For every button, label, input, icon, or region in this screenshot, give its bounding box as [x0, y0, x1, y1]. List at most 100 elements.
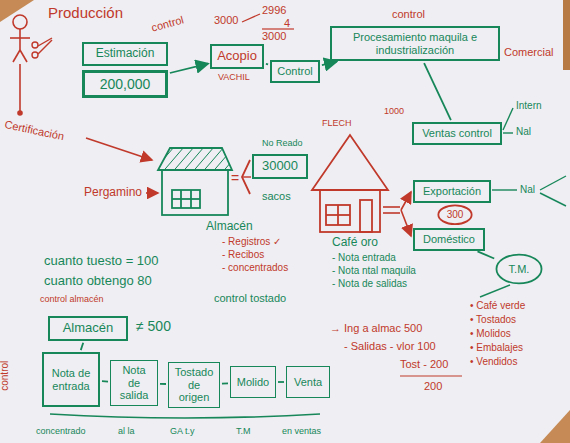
document-box: Nota de salida [110, 360, 158, 406]
annotation-text: control tostado [214, 292, 286, 305]
market-box: Exportación [413, 180, 491, 203]
connector [278, 381, 284, 383]
annotation-text: Café oro [332, 236, 378, 250]
wall-corner [540, 410, 570, 443]
annotation-text: - Registros ✓ [222, 236, 281, 248]
stick-figure [10, 15, 30, 115]
annotation-text: No Reado [262, 138, 303, 148]
flow-arrow [242, 160, 250, 194]
annotation-text: Almacén [206, 220, 253, 234]
unit-oval: T.M. [496, 254, 542, 284]
node-text: Nota de entrada [48, 367, 94, 392]
annotation-text: Producción [48, 4, 123, 21]
connector [102, 380, 108, 382]
market-box: Doméstico [413, 228, 485, 251]
connector [222, 382, 228, 384]
annotation-text: Pergamino [84, 186, 142, 200]
node-text: Tostado de origen [173, 366, 215, 404]
node-text: Molido [235, 376, 271, 389]
annotation-text: Tost - 200 [400, 358, 448, 371]
node-text: T.M. [502, 263, 536, 276]
node-text: 200,000 [89, 76, 161, 92]
process-box: Procesamiento maquila e industrializació… [330, 26, 500, 61]
annotation-text: - Salidas - vlor 100 [344, 340, 436, 353]
annotation-text: • Embalajes [470, 342, 523, 354]
annotation-text: control [392, 8, 425, 21]
annotation-text: = [231, 170, 239, 186]
wall-corner [0, 0, 34, 22]
warehouse-house [150, 140, 250, 215]
annotation-text: 3000 [262, 30, 286, 43]
annotation-text: - concentrados [222, 262, 288, 274]
annotation-text: - Recibos [222, 249, 264, 261]
node-text: Almacén [54, 321, 122, 336]
annotation-text: • Vendidos [470, 356, 517, 368]
oval-shape [496, 255, 541, 284]
annotation-text: 200 [424, 380, 442, 393]
node-text: 30000 [258, 159, 302, 174]
flow-arrow [86, 138, 152, 160]
document-box: Venta [286, 366, 330, 398]
connector [266, 63, 268, 65]
connector [160, 383, 166, 385]
value-box: 200,000 [82, 70, 168, 98]
warehouse-box: Almacén [48, 316, 128, 341]
node-text: Doméstico [419, 233, 479, 246]
document-box: Molido [230, 366, 276, 398]
leader-lines [480, 108, 566, 297]
annotation-text: Nal [516, 126, 531, 138]
process-box: Estimación [82, 42, 168, 66]
value-box: 30000 [252, 154, 308, 179]
control-box: Control [270, 60, 320, 83]
scissors-icon [32, 38, 52, 58]
document-box: Nota de entrada [42, 352, 100, 407]
flow-arrow [242, 176, 251, 177]
document-box: Tostado de origen [168, 362, 220, 408]
annotation-text: ≠ 500 [136, 318, 171, 334]
connector [170, 64, 208, 73]
connector [478, 251, 495, 258]
annotation-text: sacos [262, 190, 291, 203]
wall-edge [563, 0, 570, 70]
node-text: Acopio [216, 49, 258, 64]
connector [322, 62, 337, 65]
control-box: Ventas control [412, 122, 502, 145]
node-text: Nota de salida [115, 364, 153, 402]
node-text: Ventas control [418, 127, 496, 140]
oval-shape [438, 205, 471, 224]
annotation-text: control [150, 13, 185, 34]
annotation-text: - Nota de salidas [332, 278, 407, 290]
annotation-text: - Nota entrada [332, 252, 396, 264]
annotation-text: Certificación [3, 118, 65, 143]
annotation-text: 2996 [262, 4, 286, 17]
annotation-text: cuanto obtengo 80 [44, 274, 152, 289]
annotation-text: → Ing a almac 500 [330, 322, 422, 335]
bracket [50, 414, 320, 418]
annotation-text: 1000 [384, 106, 404, 116]
node-text: Estimación [88, 47, 162, 61]
annotation-text: control almacén [40, 294, 104, 304]
annotation-text: • Molidos [470, 328, 511, 340]
flow-arrow [146, 192, 158, 194]
annotation-text: 4 [284, 17, 290, 30]
annotation-text: al la [118, 426, 135, 436]
node-text: Venta [291, 376, 325, 389]
annotation-text: - Nota ntal maquila [332, 265, 416, 277]
process-box: Acopio [210, 44, 264, 69]
processing-house [312, 135, 388, 232]
annotation-text: GA t.y [170, 426, 195, 436]
annotation-text: en ventas [282, 426, 321, 436]
annotation-text: • Café verde [470, 300, 525, 312]
sum-line [400, 375, 462, 376]
annotation-text: FLECH [322, 118, 352, 128]
annotation-text: VACHIL [218, 72, 250, 82]
value-oval: 300 [438, 205, 472, 225]
annotation-text: Intern [516, 100, 542, 112]
node-text: Control [276, 65, 314, 78]
annotation-text: 3000 [214, 14, 238, 27]
annotation-text: control [0, 361, 11, 391]
node-text: Exportación [419, 185, 485, 198]
annotation-text: • Tostados [470, 314, 516, 326]
leader-line [242, 14, 260, 22]
